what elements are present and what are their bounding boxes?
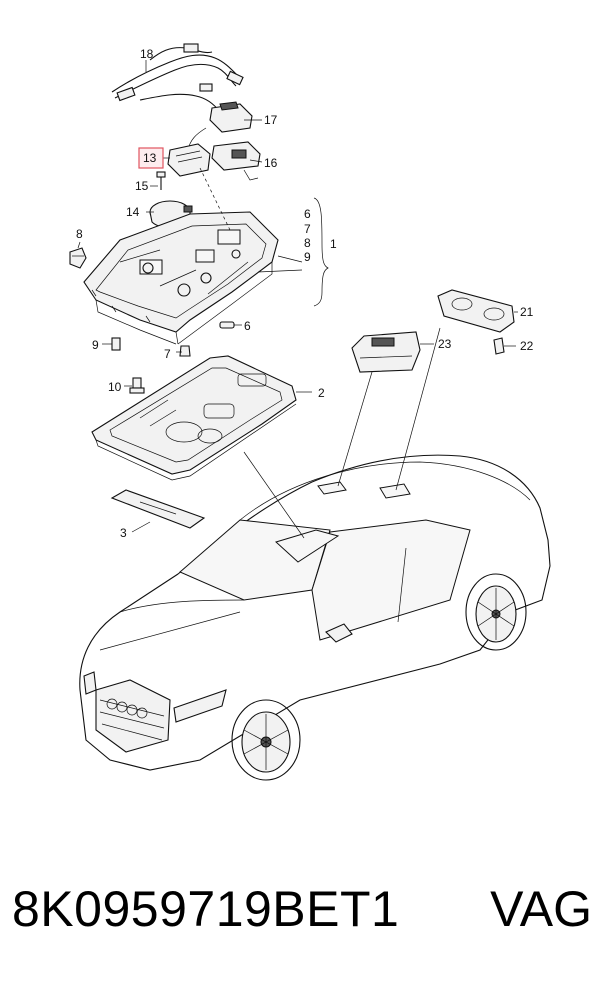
wiring-harness-18 bbox=[111, 43, 244, 113]
roof-console-1 bbox=[83, 211, 279, 345]
parts-diagram: 18 17 13 16 15 14 8 6 7 8 9 1 6 9 7 10 2… bbox=[69, 43, 551, 781]
label-13: 13 bbox=[143, 151, 157, 165]
cover-plate-3 bbox=[110, 489, 206, 529]
screw-15 bbox=[156, 171, 166, 190]
label-21: 21 bbox=[520, 305, 534, 319]
label-23: 23 bbox=[438, 337, 452, 351]
label-8: 8 bbox=[76, 227, 83, 241]
label-14: 14 bbox=[126, 205, 140, 219]
clip-7 bbox=[179, 345, 191, 357]
label-7: 7 bbox=[164, 347, 171, 361]
rear-lamp-21 bbox=[437, 289, 515, 333]
label-17: 17 bbox=[264, 113, 278, 127]
label-2: 2 bbox=[318, 386, 325, 400]
label-3: 3 bbox=[120, 526, 127, 540]
module-16 bbox=[211, 141, 261, 181]
label-15: 15 bbox=[135, 179, 149, 193]
label-22: 22 bbox=[520, 339, 534, 353]
label-6: 6 bbox=[244, 319, 251, 333]
caption: 8K0959719BET1 VAG bbox=[12, 880, 592, 970]
switch-unit-13 bbox=[167, 143, 211, 177]
clip-8 bbox=[69, 247, 87, 269]
label-18: 18 bbox=[140, 47, 154, 61]
bulb-6 bbox=[219, 321, 235, 329]
clip-22 bbox=[493, 337, 505, 355]
brand-label: VAG bbox=[490, 881, 592, 937]
label-7-bracket: 7 bbox=[304, 222, 311, 236]
label-8-bracket: 8 bbox=[304, 236, 311, 250]
clip-9 bbox=[111, 337, 121, 351]
highlight-box-13 bbox=[138, 147, 164, 169]
part-labels: 18 17 13 16 15 14 8 6 7 8 9 1 6 9 7 10 2… bbox=[76, 47, 534, 540]
car-illustration bbox=[79, 454, 551, 781]
leader-lines bbox=[77, 60, 518, 539]
reading-lamp-23 bbox=[351, 331, 421, 373]
module-17 bbox=[187, 101, 253, 151]
label-9-bracket: 9 bbox=[304, 250, 311, 264]
trim-frame-2 bbox=[91, 355, 297, 481]
label-1: 1 bbox=[330, 237, 337, 251]
label-10: 10 bbox=[108, 380, 122, 394]
label-9: 9 bbox=[92, 338, 99, 352]
screw-10 bbox=[129, 377, 145, 394]
part-number: 8K0959719BET1 bbox=[12, 881, 400, 937]
label-6-bracket: 6 bbox=[304, 207, 311, 221]
label-16: 16 bbox=[264, 156, 278, 170]
